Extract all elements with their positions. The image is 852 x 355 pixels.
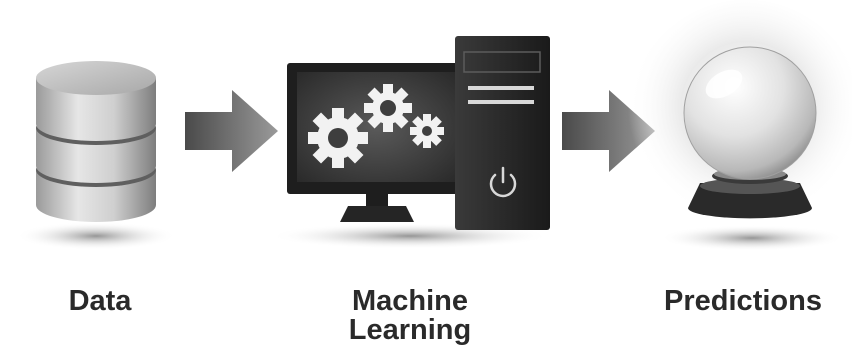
computer-with-gears-icon — [270, 36, 550, 249]
crystal-ball-icon — [628, 0, 852, 251]
arrow-right-icon — [185, 90, 278, 172]
database-icon — [16, 61, 176, 250]
database-disk-top — [36, 78, 156, 141]
gears-icon — [308, 84, 444, 168]
label-predictions: Predictions — [664, 285, 822, 317]
crystal-ball-sphere — [683, 46, 817, 180]
label-machine-learning: Machine Learning — [318, 287, 502, 345]
database-top-face — [36, 61, 156, 95]
label-machine-learning-line2: Learning — [348, 314, 472, 346]
computer-tower — [455, 36, 550, 230]
label-machine-learning-line1: Machine — [351, 285, 469, 317]
crystal-ball-shadow — [660, 225, 844, 251]
drive-bay — [463, 51, 541, 73]
label-data: Data — [68, 285, 132, 317]
database-shadow — [16, 222, 176, 250]
monitor — [287, 63, 465, 222]
power-icon — [489, 166, 517, 198]
